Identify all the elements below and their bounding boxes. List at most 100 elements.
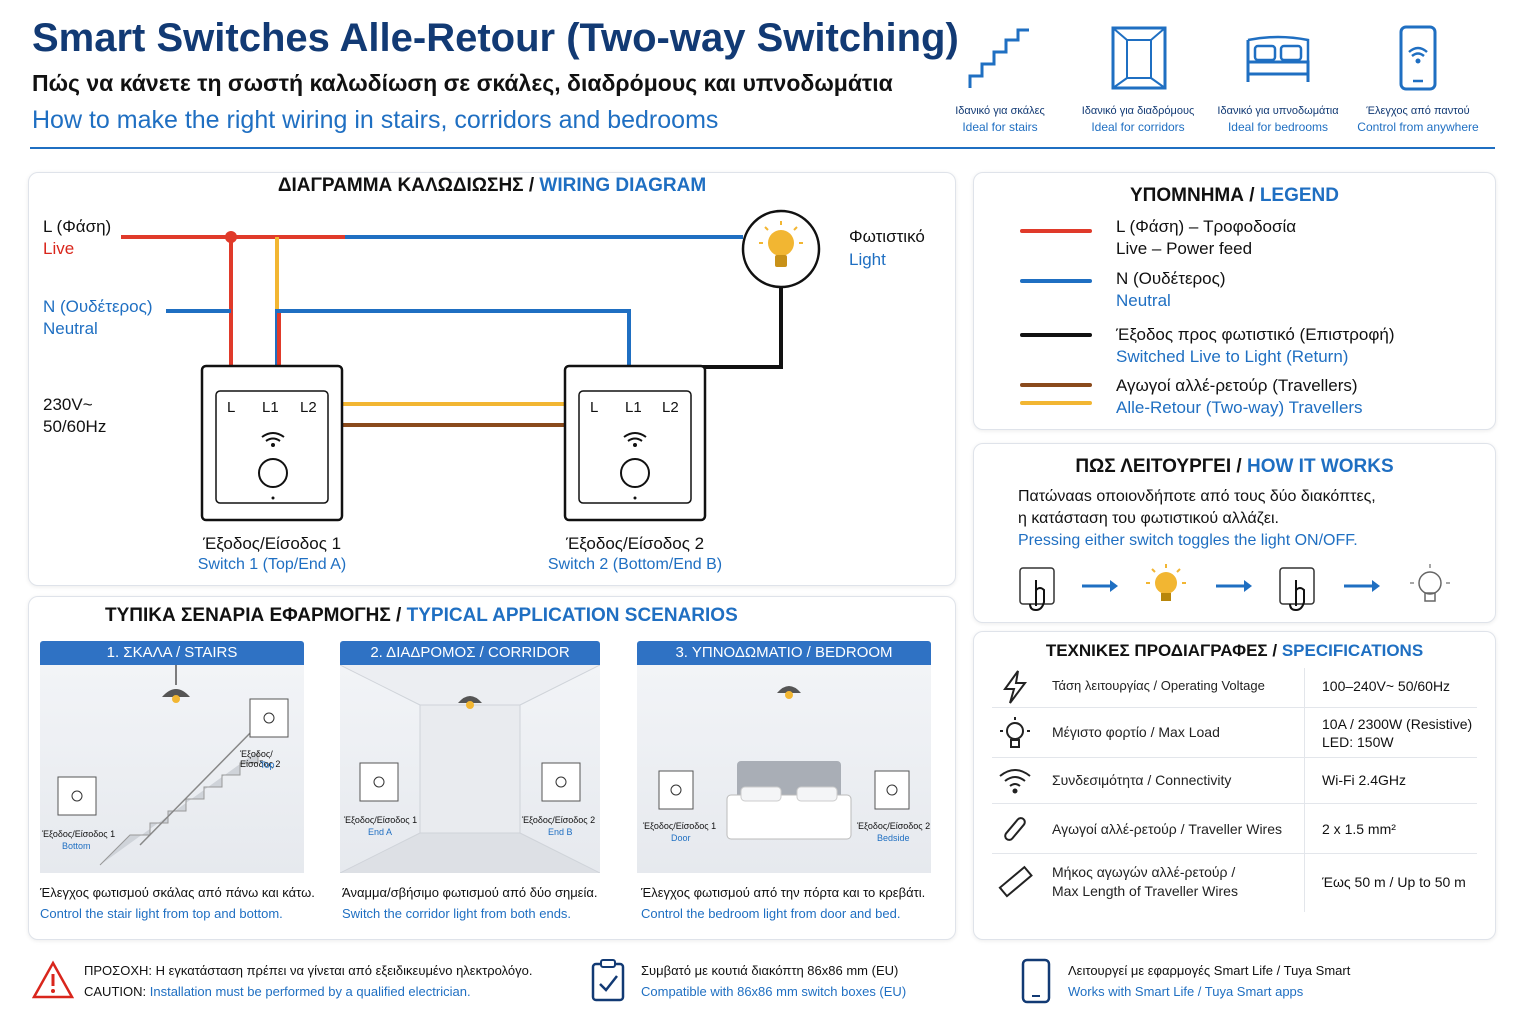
legend-live-en: Live – Power feed [1116, 239, 1253, 258]
feature-bedrooms-gr: Ιδανικό για υπνοδωμάτια [1217, 105, 1339, 117]
specs-title-gr: ΤΕΧΝΙΚΕΣ ΠΡΟΔΙΑΓΡΑΦΕΣ [1045, 641, 1268, 660]
warning-icon [32, 960, 74, 999]
legend-title: ΥΠΟΜΝΗΜΑ / LEGEND [974, 185, 1495, 207]
corridor-label-b2: End B [548, 827, 573, 837]
scenario-corridor-header: 2. ΔΙΑΔΡΟΜΟΣ / CORRIDOR [340, 641, 600, 665]
feature-stairs: Ιδανικό για σκάλες Ideal for stairs [930, 24, 1070, 134]
wiring-diagram [121, 209, 821, 522]
wiring-diagram-panel: ΔΙΑΓΡΑΜΜΑ ΚΑΛΩΔΙΩΣΗΣ / WIRING DIAGRAM [28, 172, 956, 586]
voltage-label-1: 230V~ [43, 395, 93, 414]
switch2-terminal-l: L [590, 399, 599, 416]
feature-stairs-en: Ideal for stairs [962, 120, 1038, 134]
pendant-lamp-icon [458, 696, 482, 703]
spec-value-voltage: 100–240V~ 50/60Hz [1322, 678, 1451, 694]
header-divider [30, 147, 1495, 149]
caution-prefix-gr: ΠΡΟΣΟΧΗ: [84, 963, 152, 978]
scenario-stairs-caption-gr: Έλεγχος φωτισμού σκάλας από πάνω και κάτ… [40, 885, 315, 900]
feature-anywhere: Έλεγχος από παντού Control from anywhere [1348, 24, 1488, 134]
caution-text-en: Installation must be performed by a qual… [146, 984, 471, 999]
pendant-lamp-icon [162, 689, 190, 697]
wiring-title-en: WIRING DIAGRAM [539, 175, 707, 196]
spec-value-max-length: Έως 50 m / Up to 50 m [1322, 874, 1466, 890]
corridor-icon [1111, 26, 1167, 90]
legend-title-gr: ΥΠΟΜΝΗΜΑ [1129, 185, 1244, 206]
bedroom-label-b: Έξοδος/Είσοδος 2 [857, 821, 931, 831]
stairs-icon [968, 28, 1029, 88]
switch2-label-gr: Έξοδος/Είσοδος 2 [565, 534, 705, 553]
app-en: Works with Smart Life / Tuya Smart apps [1068, 984, 1304, 999]
legend-return-swatch [1020, 333, 1092, 337]
spec-row-connectivity: Συνδεσιμότητα / Connectivity Wi-Fi 2.4GH… [992, 758, 1477, 804]
voltage-label-2: 50/60Hz [43, 417, 107, 436]
scenario-corridor-caption-gr: Άναμμα/σβήσιμο φωτισμού από δύο σημεία. [342, 885, 598, 900]
how-line-3: Pressing either switch toggles the light… [1018, 532, 1358, 549]
wiring-title-gr: ΔΙΑΓΡΑΜΜΑ ΚΑΛΩΔΙΩΣΗΣ [277, 175, 524, 196]
spec-label-voltage: Τάση λειτουργίας / Operating Voltage [1052, 678, 1265, 693]
bedroom-label-a2: Door [671, 833, 691, 843]
legend-return-en: Switched Live to Light (Return) [1116, 347, 1349, 366]
scenario-bedroom-header: 3. ΥΠΝΟΔΩΜΑΤΙΟ / BEDROOM [637, 641, 931, 665]
lightning-icon [1003, 670, 1027, 704]
spec-divider [1304, 758, 1305, 803]
light-bulb-icon [741, 209, 821, 289]
switch-1 [200, 364, 344, 522]
switch2-terminal-l2: L2 [662, 399, 679, 416]
live-label-gr: L (Φάση) [43, 217, 112, 236]
caution-en: CAUTION: Installation must be performed … [84, 984, 471, 999]
scenario-stairs-header: 1. ΣΚΑΛΑ / STAIRS [40, 641, 304, 665]
feature-anywhere-en: Control from anywhere [1357, 120, 1479, 134]
bulb-icon [1000, 717, 1030, 748]
bed-icon [1246, 35, 1310, 82]
specs-title: ΤΕΧΝΙΚΕΣ ΠΡΟΔΙΑΓΡΑΦΕΣ / SPECIFICATIONS [974, 641, 1495, 661]
legend-neutral-swatch [1020, 279, 1092, 283]
how-title: ΠΩΣ ΛΕΙΤΟΥΡΓΕΙ / HOW IT WORKS [974, 456, 1495, 478]
spec-label-max-load: Μέγιστο φορτίο / Max Load [1052, 724, 1220, 740]
legend-traveller-en: Alle-Retour (Two-way) Travellers [1116, 398, 1363, 417]
light-label-en: Light [849, 250, 886, 269]
spec-label-max-length-en: Max Length of Traveller Wires [1052, 883, 1238, 899]
phone-wifi-icon [1399, 25, 1437, 91]
legend-return-gr: Έξοδος προς φωτιστικό (Επιστροφή) [1116, 325, 1395, 344]
scenario-stairs-image: Έξοδος/Είσοδος 1 Bottom Έξοδος/Είσοδος 2… [40, 665, 304, 873]
switch1-button[interactable] [258, 458, 288, 488]
spec-divider [1304, 668, 1305, 707]
spec-label-traveller-wires: Αγωγοί αλλέ-ρετούρ / Traveller Wires [1052, 821, 1283, 837]
spec-label-connectivity: Συνδεσιμότητα / Connectivity [1052, 772, 1232, 788]
light-on-icon [1146, 564, 1186, 601]
legend-live-swatch [1020, 229, 1092, 233]
page-title: Smart Switches Alle-Retour (Two-way Swit… [32, 16, 959, 60]
live-label-en: Live [43, 239, 75, 258]
press-switch-icon [1279, 567, 1315, 612]
light-label-gr: Φωτιστικό [849, 227, 925, 246]
neutral-label-gr: N (Ουδέτερος) [43, 297, 153, 316]
corridor-label-b: Έξοδος/Είσοδος 2 [522, 815, 596, 825]
switch2-button[interactable] [620, 458, 650, 488]
switch1-terminal-l: L [227, 399, 236, 416]
light-off-icon [1410, 564, 1450, 602]
bedroom-label-b2: Bedside [877, 833, 910, 843]
press-switch-icon [1019, 567, 1055, 612]
clipboard-check-icon [591, 959, 625, 1002]
feature-stairs-gr: Ιδανικό για σκάλες [955, 105, 1045, 117]
corridor-label-a: Έξοδος/Είσοδος 1 [344, 815, 418, 825]
legend-title-en: LEGEND [1259, 185, 1340, 206]
pendant-lamp-icon [777, 686, 801, 693]
specs-title-en: SPECIFICATIONS [1281, 641, 1424, 660]
stairs-label-b2: Top [260, 760, 275, 770]
corridor-label-a2: End A [368, 827, 393, 837]
spec-divider [1304, 804, 1305, 853]
bedroom-label-a: Έξοδος/Είσοδος 1 [643, 821, 717, 831]
spec-value-connectivity: Wi-Fi 2.4GHz [1322, 772, 1406, 788]
scenarios-title-sep: / [390, 605, 407, 626]
switch1-label-gr: Έξοδος/Είσοδος 1 [202, 534, 342, 553]
switch2-terminal-l1: L1 [625, 399, 642, 416]
feature-corridors-en: Ideal for corridors [1091, 120, 1185, 134]
legend-title-sep: / [1243, 185, 1260, 206]
legend-traveller-brown-swatch [1020, 383, 1092, 387]
spec-divider [1304, 708, 1305, 757]
specs-title-sep: / [1267, 641, 1282, 660]
caution-prefix-en: CAUTION: [84, 984, 147, 999]
switch2-label-en: Switch 2 (Bottom/End B) [547, 556, 723, 573]
switch1-terminal-l2: L2 [300, 399, 317, 416]
how-line-2: η κατάσταση του φωτιστικού αλλάζει. [1018, 510, 1279, 527]
